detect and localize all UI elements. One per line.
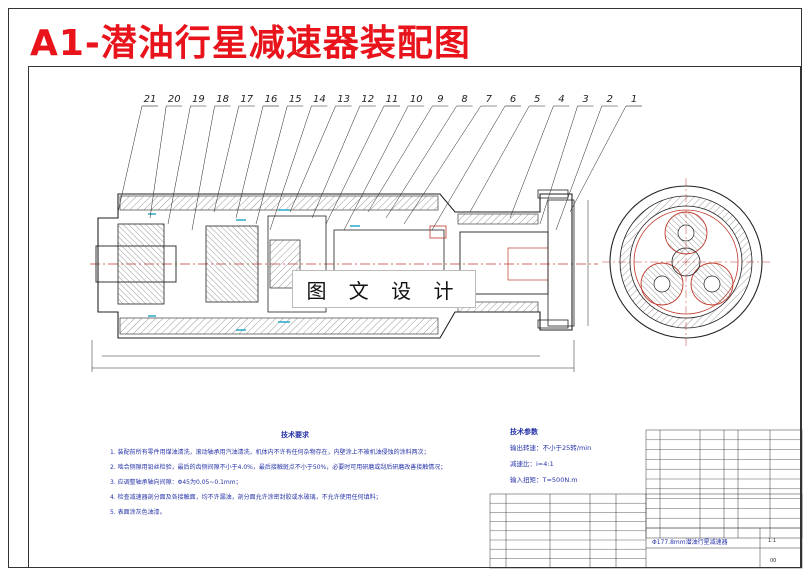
part-number-label: 20 [168, 94, 181, 105]
end-view [602, 178, 770, 346]
leader-line [403, 105, 482, 225]
tech-requirement-item: 3. 应调整轴承轴向间隙：Φ45为0.05~0.1mm； [110, 479, 242, 486]
part-number-label: 2 [607, 94, 613, 105]
tech-spec-item: 输出转速：不小于25转/min [510, 444, 592, 452]
part-number-label: 7 [486, 94, 493, 105]
part-number-label: 4 [558, 94, 564, 105]
part-number-label: 6 [510, 94, 516, 105]
part-number-label: 13 [337, 94, 350, 105]
leader-line [235, 105, 264, 219]
housing-outline [97, 193, 573, 339]
technical-requirements: 技术要求 1. 装配前所有零件用煤油清洗，滚动轴承用汽油清洗，机体内不许有任何杂… [110, 428, 480, 520]
part-number-label: 5 [534, 94, 540, 105]
tech-requirement-item: 2. 啮合侧隙用铅丝检验，最后的齿侧间隙不小于4.0%，最后接触斑点不小于50%… [110, 464, 447, 471]
planet-stage-1 [205, 225, 259, 303]
part-number-label: 10 [410, 94, 423, 105]
leader-line [167, 105, 191, 225]
inner-border [28, 66, 801, 568]
leader-line [117, 105, 143, 213]
part-number-label: 21 [144, 94, 157, 105]
part-number-label: 14 [313, 94, 326, 105]
leader-line [311, 105, 361, 219]
leader-line [255, 105, 288, 225]
leader-line [149, 105, 167, 219]
tech-requirement-item: 5. 表面涂灰色油漆。 [110, 509, 166, 516]
part-number-label: 9 [437, 94, 443, 105]
tech-requirement-item: 4. 检查减速器剖分面及各接触面，均不许漏油，剖分面允许涂密封胶或水玻璃，不允许… [110, 494, 382, 501]
housing-hatch-top [119, 195, 539, 225]
title-block-scale: 1:1 [768, 538, 777, 544]
leader-line [343, 105, 409, 231]
drawing-title: A1-潜油行星减速器装配图 [30, 23, 471, 64]
tech-spec-item: 减速比：i=4:1 [510, 460, 554, 468]
leader-line [509, 105, 554, 219]
housing-hatch-bottom [119, 301, 539, 335]
leader-line [569, 105, 627, 213]
leader-line [367, 105, 433, 213]
tech-requirement-item: 1. 装配前所有零件用煤油清洗，滚动轴承用汽油清洗，机体内不许有任何杂物存在，内… [110, 449, 430, 456]
tech-spec-item: 输入扭矩：T=500N.m [510, 476, 578, 484]
technical-parameters: 技术参数 输出转速：不小于25转/min 减速比：i=4:1 输入扭矩：T=50… [510, 424, 650, 488]
leader-line [555, 105, 603, 231]
leader-line [289, 105, 336, 213]
watermark: 图 文 设 计 [292, 270, 476, 308]
bolt-top [537, 189, 569, 199]
leader-line [213, 105, 240, 213]
tech-requirements-heading: 技术要求 [281, 431, 309, 439]
leader-line [325, 105, 385, 225]
leader-line [539, 105, 578, 225]
leader-line [469, 105, 530, 213]
input-coupling [117, 223, 165, 305]
part-number-label: 3 [582, 94, 588, 105]
leader-line [191, 105, 215, 231]
planet-stage-2 [267, 215, 327, 313]
part-number-label: 1 [631, 94, 637, 105]
end-cap [547, 199, 575, 327]
part-number-label: 16 [265, 94, 278, 105]
leader-line [431, 105, 506, 231]
part-number-label: 19 [192, 94, 205, 105]
part-number-label: 18 [216, 94, 229, 105]
leader-line [269, 105, 312, 231]
bolt-bottom [537, 319, 569, 329]
part-number-label: 12 [361, 94, 374, 105]
part-number-label: 11 [386, 94, 399, 105]
title-block-sheet: 00 [770, 558, 777, 564]
part-number-label: 15 [289, 94, 302, 105]
parts-list-table [645, 429, 803, 539]
tech-specs-heading: 技术参数 [510, 428, 538, 436]
bearing-block [429, 225, 447, 239]
part-number-label: 17 [240, 94, 253, 105]
part-number-label: 8 [461, 94, 467, 105]
table-rows [490, 439, 802, 559]
leader-line [385, 105, 457, 219]
title-block-drawing-name: Φ177.8mm潜油行星减速器 [652, 539, 728, 546]
